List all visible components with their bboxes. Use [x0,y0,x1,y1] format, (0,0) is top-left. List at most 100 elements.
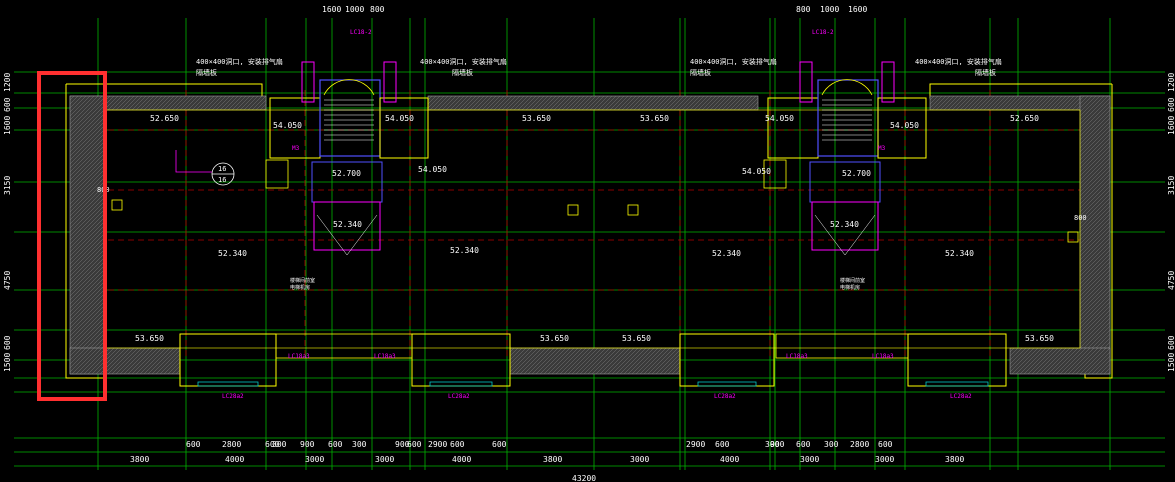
hatch-line [131,95,147,111]
hatch-line [1103,367,1111,375]
vent-box [567,204,579,216]
hatch-line [509,347,531,369]
hatch-line [1003,95,1019,111]
hatch-line [1031,95,1047,111]
hatch-line [187,95,203,111]
hatch-line [473,95,489,111]
hatch-line [457,95,473,111]
hatch-line [69,161,105,197]
side-mark: 800 [1074,214,1087,222]
hatch-line [1079,153,1111,185]
hatch-line [191,95,207,111]
section-mark-top: 16 [218,165,226,173]
hatch-line [675,369,681,375]
hatch-line [571,347,599,375]
hatch-line [69,289,105,325]
landing-elev: 52.700 [332,169,361,178]
hatch-line [123,95,139,111]
hatch-line [1051,347,1079,375]
top-dim: 1000 [345,5,364,14]
hatch-line [511,347,539,375]
hatch-line [1079,133,1111,165]
window-tag: LC28a2 [448,393,470,400]
hatch-line [461,95,477,111]
hatch-line [975,95,991,111]
door-tag: M3 [878,145,886,152]
hatch-line [1079,347,1107,375]
hatch-line [69,149,105,185]
hatch-line [651,347,679,375]
hatch-line [155,95,171,111]
hatch-line [1079,193,1111,225]
top-dim: 800 [370,5,385,14]
hatch-line [685,95,701,111]
bay-window [925,381,989,387]
hatch-line [453,95,469,111]
hatch-line [1023,95,1039,111]
hatch-line [69,253,105,289]
hatch-line [1079,165,1111,197]
hatch-line [481,95,497,111]
bottom-dim-1: 300 [272,440,287,449]
hatch-line [1079,309,1111,341]
hatch-line [163,357,181,375]
hatch-line [69,109,105,145]
hatch-line [259,103,267,111]
hatch-line [1079,181,1111,213]
core-notes: 楼梯间前室 电梯机房 楼梯间前室 电梯机房 [290,277,865,291]
bottom-dim-2: 3000 [305,455,324,464]
hatch-line [1011,95,1027,111]
hatch-line [655,349,681,375]
hatch-line [1079,95,1093,109]
lobby-v [814,214,876,256]
hatch-line [1047,95,1063,111]
elevation-labels: 52.650 53.650 53.650 52.650 53.650 53.65… [135,114,1054,343]
hatch-line [693,95,709,111]
floor-elev: 52.340 [218,249,247,258]
hatch-line [69,305,105,341]
hatch-line [235,95,251,111]
hatch-line [1079,321,1111,353]
hatch-line [609,95,625,111]
hatch-line [517,95,533,111]
hatch-line [231,95,247,111]
parapet-top-right [929,95,1111,111]
hatch-line [107,347,135,375]
hatch-line [69,113,105,149]
hatch-line [509,347,527,365]
hatch-line [531,347,559,375]
hatch-line [1079,137,1111,169]
hatch-line [1079,317,1111,349]
hatch-line [1079,157,1111,189]
window-tag: LC18a3 [786,353,808,360]
hatch-line [69,189,105,225]
hatch-line [69,257,105,293]
hatch-line [69,95,83,109]
hatch-line [1039,347,1067,375]
hatch-line [501,95,517,111]
hatch-line [983,95,999,111]
hatch-line [659,353,681,375]
hatch-line [1079,297,1111,329]
core-note: 电梯机房 [290,284,310,291]
window-tag: LC18a3 [374,353,396,360]
hatch-line [1043,347,1071,375]
hatch-line [143,95,159,111]
bottom-dim-1: 600 [265,440,280,449]
hatch-line [71,347,99,375]
hatch-line [541,95,557,111]
door-tag: LC18-2 [812,29,834,36]
hatch-line [69,117,105,153]
hatch-line [1079,101,1111,133]
shaft [383,61,397,103]
right-dim: 1200 [1167,73,1175,92]
hatch-line [69,129,105,165]
hatch-line [1079,109,1111,141]
hatch-line [515,347,543,375]
highlight-box[interactable] [37,71,107,401]
stair-arc [323,79,375,96]
hatch-line [103,347,131,375]
door-tag: M3 [292,145,300,152]
bay-window [429,381,493,387]
stair-elev: 54.050 [273,121,302,130]
